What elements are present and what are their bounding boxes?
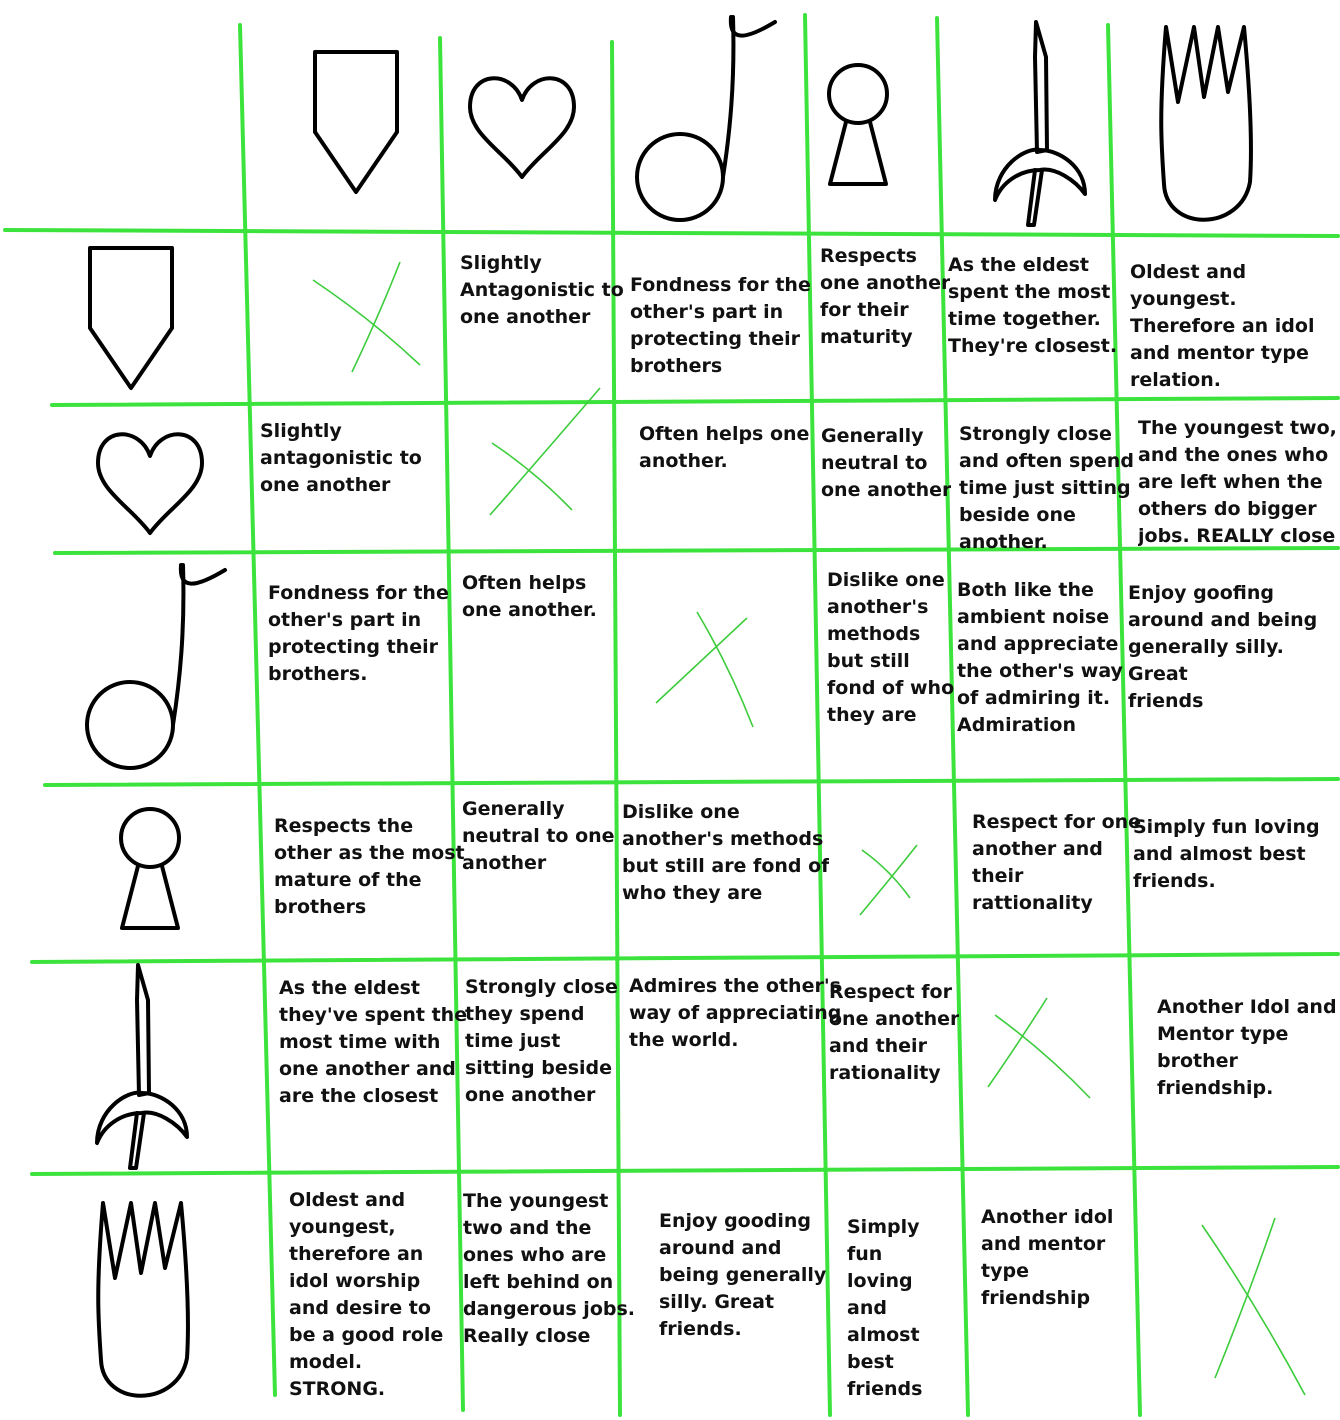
- relationship-cell: Respect for one another and their ration…: [829, 981, 960, 1084]
- relationship-cell: The youngest two, and the ones who are l…: [1138, 417, 1337, 547]
- relationship-cell: Generally neutral to one another: [821, 425, 952, 501]
- relationship-cell: Enjoy goofing around and being generally…: [1128, 582, 1318, 712]
- relationship-cell: Strongly close they spend time just sitt…: [465, 976, 618, 1106]
- relationship-cell: Dislike one another's methods but still …: [622, 801, 830, 904]
- keyhole-icon: [827, 63, 889, 186]
- grid-row-line: [50, 396, 1340, 407]
- grid-column-line: [238, 23, 277, 1397]
- x-mark-stroke: [655, 617, 748, 704]
- grid-row-line: [30, 952, 1340, 964]
- x-mark-stroke: [489, 387, 601, 516]
- relationship-cell: Enjoy gooding around and being generally…: [659, 1210, 827, 1340]
- sword-icon: [993, 20, 1087, 227]
- grid-column-line: [803, 13, 832, 1417]
- grid-column-line: [1106, 23, 1142, 1417]
- relationship-cell: Slightly Antagonistic to one another: [460, 252, 624, 328]
- x-mark-stroke: [987, 997, 1048, 1088]
- x-mark-stroke: [1214, 1217, 1276, 1379]
- x-mark-stroke: [861, 849, 911, 899]
- music-note-icon: [85, 563, 227, 770]
- x-mark-stroke: [994, 1014, 1091, 1099]
- grid-column-line: [610, 40, 622, 1417]
- grid-column-line: [935, 16, 970, 1417]
- relationship-cell: Generally neutral to one another: [462, 798, 615, 874]
- shield-icon: [88, 246, 174, 390]
- x-mark-stroke: [859, 844, 918, 916]
- x-mark-stroke: [312, 279, 421, 366]
- heart-icon: [468, 76, 576, 179]
- relationship-cell: Strongly close and often spend time just…: [959, 423, 1134, 553]
- relationship-cell: Simply fun loving and almost best friend…: [847, 1216, 923, 1400]
- relationship-cell: Respects one another for their maturity: [820, 245, 951, 348]
- relationship-cell: Fondness for the other's part in protect…: [630, 274, 811, 377]
- crown-icon: [96, 1201, 190, 1398]
- relationship-cell: Another idol and mentor type friendship: [981, 1206, 1114, 1309]
- grid-row-line: [3, 228, 1340, 238]
- grid-row-line: [30, 1165, 1340, 1176]
- relationship-cell: Oldest and youngest. Therefore an idol a…: [1130, 261, 1315, 391]
- relationship-cell: As the eldest spent the most time togeth…: [948, 254, 1118, 357]
- x-mark-stroke: [491, 442, 573, 511]
- grid-row-line: [53, 546, 1340, 555]
- relationship-cell: Respect for one another and their rattio…: [972, 811, 1142, 914]
- grid-column-line: [438, 36, 465, 1412]
- relationship-cell: The youngest two and the ones who are le…: [463, 1190, 636, 1347]
- music-note-icon: [635, 15, 777, 222]
- relationship-cell: Dislike one another's methods but still …: [827, 569, 955, 726]
- relationship-cell: As the eldest they've spent the most tim…: [279, 977, 468, 1107]
- crown-icon: [1159, 25, 1253, 222]
- heart-icon: [96, 432, 204, 535]
- x-mark-stroke: [696, 611, 754, 728]
- sword-icon: [95, 963, 189, 1170]
- relationship-cell: Both like the ambient noise and apprecia…: [957, 579, 1123, 736]
- relationship-cell: Simply fun loving and almost best friend…: [1133, 816, 1320, 892]
- shield-icon: [313, 50, 399, 194]
- x-mark-stroke: [351, 261, 401, 373]
- relationship-cell: Slightly antagonistic to one another: [260, 420, 422, 496]
- relationship-cell: Fondness for the other's part in protect…: [268, 582, 449, 685]
- relationship-cell: Admires the other's way of appreciating …: [629, 975, 842, 1051]
- relationship-cell: Often helps one another.: [639, 423, 810, 472]
- relationship-cell: Respects the other as the most mature of…: [274, 815, 465, 918]
- keyhole-icon: [119, 807, 181, 930]
- relationship-cell: Often helps one another.: [462, 572, 597, 621]
- x-mark-stroke: [1201, 1224, 1306, 1396]
- relationship-cell: Oldest and youngest, therefore an idol w…: [289, 1189, 444, 1400]
- relationship-cell: Another Idol and Mentor type brother fri…: [1157, 996, 1337, 1099]
